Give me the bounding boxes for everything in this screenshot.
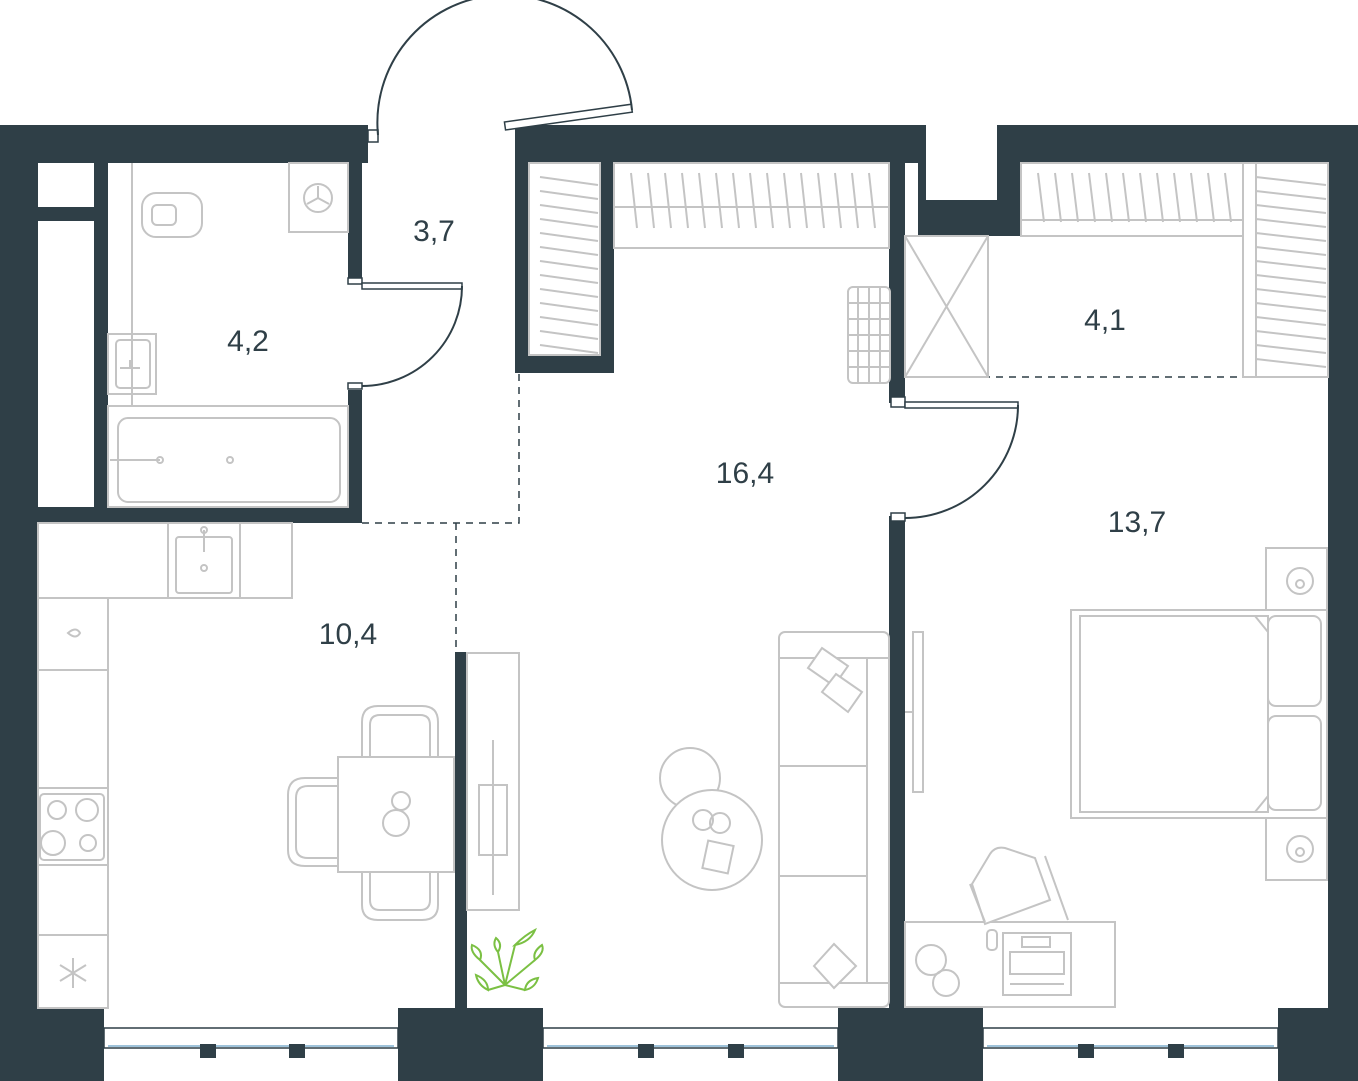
wardrobe-living-top [613,162,890,249]
area-label-bathroom: 4,2 [227,325,269,358]
wardrobe-room-right [1242,162,1329,378]
sofa [778,631,890,1008]
area-label-wardrobe: 4,1 [1084,304,1126,337]
area-label-kitchen: 10,4 [319,618,377,651]
storage-box [904,235,989,378]
plant [470,927,544,992]
area-label-hall: 3,7 [413,215,455,248]
heated-rail [847,286,891,384]
windows [103,1027,1279,1058]
area-labels: 3,7 4,2 10,4 16,4 4,1 13,7 [227,215,1166,651]
area-label-living: 16,4 [716,457,774,490]
coffee-tables [659,747,763,891]
bedroom-door [890,396,1019,522]
entrance-door [367,0,634,143]
area-label-bedroom: 13,7 [1108,506,1166,539]
bathroom-door [347,277,463,390]
wardrobe-living-left [528,162,601,356]
walls [0,125,1358,1081]
tv-unit [466,652,520,911]
dining-set [287,705,455,921]
bathroom-fixtures [107,162,349,508]
bedroom-furniture [904,547,1328,1008]
wardrobe-room-top [1020,162,1244,237]
kitchen-fixtures [37,522,293,1009]
